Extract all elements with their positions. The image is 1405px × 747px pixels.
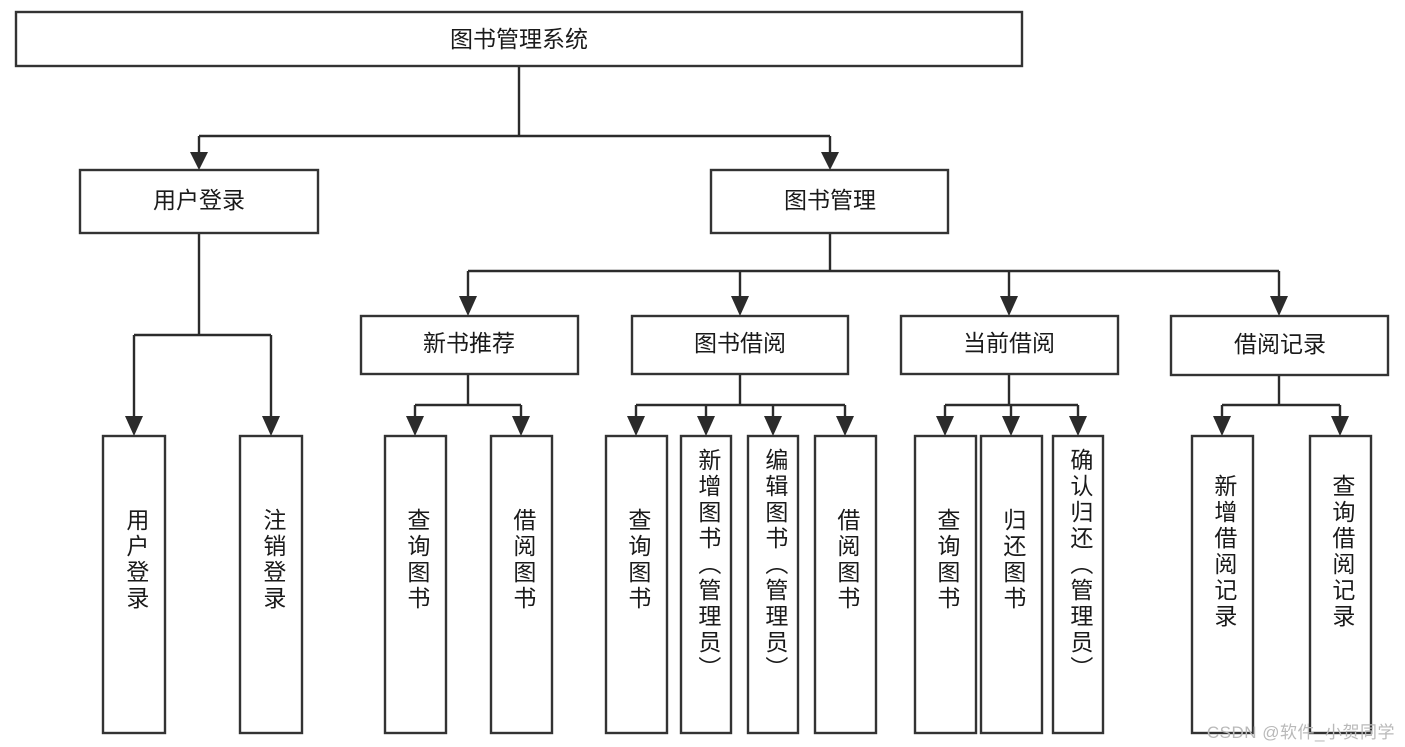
- node-leaf-user-login-box[interactable]: [101, 434, 167, 735]
- arrow-records-to-leaf2-icon: [1331, 416, 1349, 436]
- arrow-bookmgmt-to-borrow-icon: [731, 296, 749, 316]
- node-leaf-query-book-3[interactable]: 查询图书: [913, 434, 978, 735]
- node-records[interactable]: 借阅记录: [1169, 314, 1390, 377]
- node-current-label: 当前借阅: [963, 330, 1055, 356]
- node-borrow-box[interactable]: [630, 314, 850, 376]
- arrow-borrow-to-leaf2-icon: [697, 416, 715, 436]
- node-leaf-borrow-book-1-box[interactable]: [489, 434, 554, 735]
- connector-group-bookmgmt: [459, 233, 1288, 316]
- arrow-current-to-leaf1-icon: [936, 416, 954, 436]
- arrow-bookmgmt-to-current-icon: [1000, 296, 1018, 316]
- node-root-box[interactable]: [14, 10, 1024, 68]
- node-leaf-return-book-box[interactable]: [979, 434, 1044, 735]
- node-leaf-edit-book[interactable]: 编辑图书（管理员）: [746, 434, 800, 735]
- connector-group-current: [936, 374, 1087, 436]
- node-leaf-borrow-book-2-box[interactable]: [813, 434, 878, 735]
- node-current-box[interactable]: [899, 314, 1120, 376]
- node-current[interactable]: 当前借阅: [899, 314, 1120, 376]
- arrow-newbook-to-leaf1-icon: [406, 416, 424, 436]
- arrow-login-to-leaf2-icon: [262, 416, 280, 436]
- node-leaf-add-record[interactable]: 新增借阅记录: [1190, 434, 1255, 735]
- node-leaf-borrow-book-2[interactable]: 借阅图书: [813, 434, 878, 735]
- node-leaf-add-book-label: 新增图书（管理员）: [695, 448, 722, 682]
- connector-group-root: [190, 66, 839, 170]
- node-leaf-confirm-return-label: 确认归还（管理员）: [1067, 448, 1094, 682]
- node-leaf-add-record-box[interactable]: [1190, 434, 1255, 735]
- node-records-box[interactable]: [1169, 314, 1390, 377]
- arrow-current-to-leaf2-icon: [1002, 416, 1020, 436]
- node-newbook[interactable]: 新书推荐: [359, 314, 580, 376]
- node-leaf-query-record-label: 查询借阅记录: [1329, 474, 1356, 630]
- node-borrow-label: 图书借阅: [694, 330, 786, 356]
- arrow-bookmgmt-to-newbook-icon: [459, 296, 477, 316]
- node-newbook-label: 新书推荐: [423, 330, 515, 356]
- node-leaf-query-book-2-label: 查询图书: [625, 508, 652, 612]
- node-leaf-return-book-label: 归还图书: [1000, 508, 1027, 612]
- connector-group-newbook: [406, 374, 530, 436]
- arrow-borrow-to-leaf4-icon: [836, 416, 854, 436]
- arrow-borrow-to-leaf3-icon: [764, 416, 782, 436]
- node-leaf-add-book-box[interactable]: [679, 434, 733, 735]
- node-leaf-borrow-book-2-label: 借阅图书: [834, 508, 861, 612]
- node-bookmgmt[interactable]: 图书管理: [709, 168, 950, 235]
- arrow-root-to-login-icon: [190, 152, 208, 170]
- node-leaf-query-book-1-label: 查询图书: [404, 508, 431, 612]
- node-leaf-add-record-label: 新增借阅记录: [1211, 474, 1238, 630]
- node-leaf-query-record[interactable]: 查询借阅记录: [1308, 434, 1373, 735]
- node-leaf-return-book[interactable]: 归还图书: [979, 434, 1044, 735]
- connector-group-borrow: [627, 374, 854, 436]
- node-records-label: 借阅记录: [1234, 331, 1326, 357]
- node-leaf-query-book-3-box[interactable]: [913, 434, 978, 735]
- node-borrow[interactable]: 图书借阅: [630, 314, 850, 376]
- node-leaf-query-book-2-box[interactable]: [604, 434, 669, 735]
- arrow-current-to-leaf3-icon: [1069, 416, 1087, 436]
- node-leaf-user-login-label: 用户登录: [123, 508, 150, 612]
- node-leaf-borrow-book-1[interactable]: 借阅图书: [489, 434, 554, 735]
- node-leaf-add-book[interactable]: 新增图书（管理员）: [679, 434, 733, 735]
- node-leaf-edit-book-box[interactable]: [746, 434, 800, 735]
- connector-group-login: [125, 233, 280, 436]
- node-leaf-borrow-book-1-label: 借阅图书: [510, 508, 537, 612]
- arrow-records-to-leaf1-icon: [1213, 416, 1231, 436]
- node-leaf-user-login[interactable]: 用户登录: [101, 434, 167, 735]
- arrow-root-to-bookmgmt-icon: [821, 152, 839, 170]
- arrow-borrow-to-leaf1-icon: [627, 416, 645, 436]
- node-root-label: 图书管理系统: [450, 26, 588, 52]
- node-login[interactable]: 用户登录: [78, 168, 320, 235]
- node-bookmgmt-box[interactable]: [709, 168, 950, 235]
- node-leaf-user-logout[interactable]: 注销登录: [238, 434, 304, 735]
- node-leaf-user-logout-box[interactable]: [238, 434, 304, 735]
- node-leaf-user-logout-label: 注销登录: [260, 508, 287, 612]
- connector-group-records: [1213, 375, 1349, 436]
- arrow-login-to-leaf1-icon: [125, 416, 143, 436]
- node-leaf-confirm-return[interactable]: 确认归还（管理员）: [1051, 434, 1105, 735]
- node-leaf-query-book-2[interactable]: 查询图书: [604, 434, 669, 735]
- node-login-label: 用户登录: [153, 187, 245, 213]
- arrow-newbook-to-leaf2-icon: [512, 416, 530, 436]
- arrow-bookmgmt-to-records-icon: [1270, 296, 1288, 316]
- node-login-box[interactable]: [78, 168, 320, 235]
- node-leaf-query-record-box[interactable]: [1308, 434, 1373, 735]
- node-bookmgmt-label: 图书管理: [784, 187, 876, 213]
- node-leaf-query-book-3-label: 查询图书: [934, 508, 961, 612]
- node-leaf-query-book-1-box[interactable]: [383, 434, 448, 735]
- node-leaf-confirm-return-box[interactable]: [1051, 434, 1105, 735]
- node-leaf-edit-book-label: 编辑图书（管理员）: [762, 448, 789, 682]
- node-root[interactable]: 图书管理系统: [14, 10, 1024, 68]
- node-newbook-box[interactable]: [359, 314, 580, 376]
- node-leaf-query-book-1[interactable]: 查询图书: [383, 434, 448, 735]
